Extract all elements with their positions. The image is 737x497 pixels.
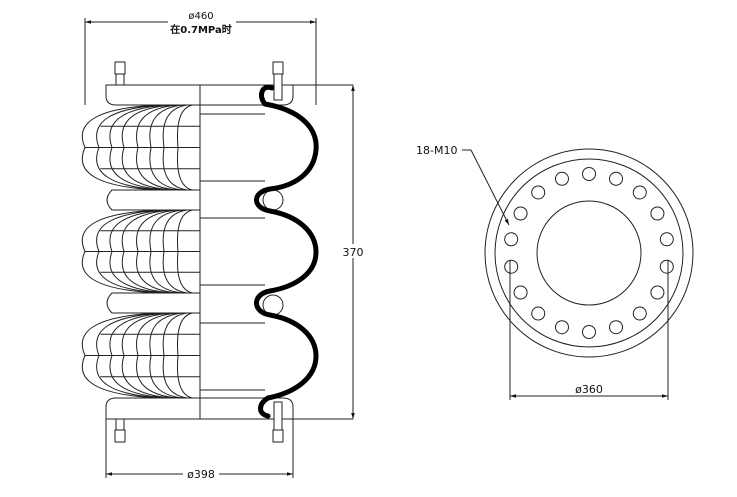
section-lines (200, 113, 265, 391)
girdle-ring-section (262, 189, 284, 211)
bolt-hole (609, 320, 624, 335)
girdle-ring (106, 189, 200, 211)
dim-max-diameter-label: ø460 (188, 11, 213, 22)
convolution (81, 209, 200, 294)
plate-circle (494, 158, 684, 348)
inner-circle (536, 200, 642, 306)
top-plate (105, 84, 294, 106)
bolt-icon (114, 61, 284, 443)
bolt-hole (554, 171, 569, 186)
dimension-height: 370 (340, 85, 366, 419)
hole-callout: 18-M10 (416, 144, 510, 226)
bolt-hole (632, 185, 647, 200)
convolution (81, 312, 200, 399)
bolt-hole (650, 206, 665, 221)
dimension-plate-diameter: ø398 (105, 419, 294, 481)
dimension-bolt-circle: ø360 (509, 260, 669, 400)
dim-bolt-circle-label: ø360 (575, 383, 603, 396)
bolt-hole (659, 232, 674, 247)
bolt-hole (554, 320, 569, 335)
bolt-hole (632, 306, 647, 321)
dim-plate-diameter-label: ø398 (187, 468, 215, 481)
bolt-hole (582, 325, 596, 339)
bolt-hole (513, 206, 528, 221)
girdle-ring (106, 292, 200, 314)
outer-circle (484, 148, 694, 358)
bolt-hole (609, 171, 624, 186)
bolt-hole (659, 259, 674, 274)
bolt-hole (650, 285, 665, 300)
hole-callout-label: 18-M10 (416, 144, 457, 157)
bolt-hole (504, 232, 519, 247)
dim-pressure-note: 在0.7MPa时 (170, 23, 231, 36)
dimension-max-diameter: ø460 在0.7MPa时 (84, 11, 317, 105)
dim-height-label: 370 (343, 246, 364, 259)
bolt-hole (504, 259, 519, 274)
bolt-hole (531, 306, 546, 321)
bolt-hole (513, 285, 528, 300)
convolution (81, 104, 200, 191)
bellows-convolutions (81, 104, 200, 399)
plan-view: 18-M10 ø360 (416, 144, 694, 400)
bolt-holes (504, 167, 674, 339)
bolt-hole (582, 167, 596, 181)
bellows-profile (254, 84, 319, 419)
side-view: ø460 在0.7MPa时 (81, 11, 366, 481)
bottom-plate (105, 397, 294, 420)
bolt-hole (531, 185, 546, 200)
